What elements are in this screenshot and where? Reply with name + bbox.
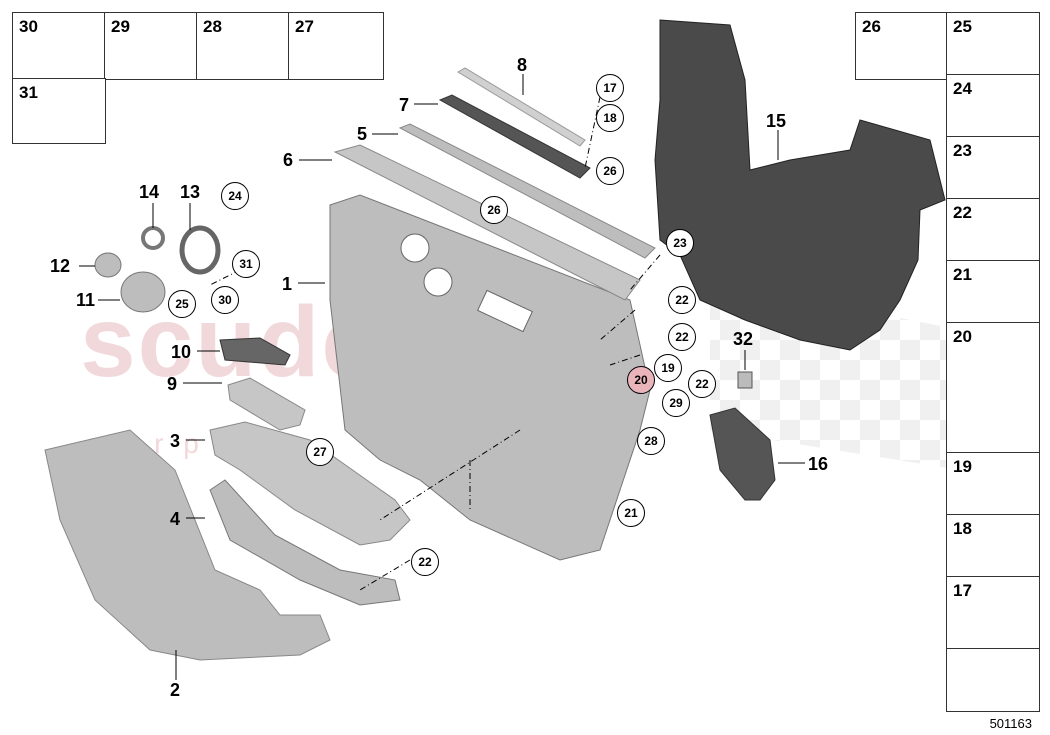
callout-16: 16 bbox=[808, 454, 829, 474]
part-number: 21 bbox=[953, 265, 972, 284]
part-number: 27 bbox=[295, 17, 314, 36]
bracket-part-16 bbox=[709, 407, 776, 501]
callout-4: 4 bbox=[170, 509, 181, 529]
door-panel-part-1 bbox=[329, 194, 651, 561]
part-cell-18: 18 bbox=[946, 514, 1040, 578]
callout-8: 8 bbox=[517, 55, 528, 75]
part-number: 26 bbox=[862, 17, 881, 36]
part-number: 24 bbox=[953, 79, 972, 98]
callout-6: 6 bbox=[283, 150, 294, 170]
circle-callout-29: 29 bbox=[662, 389, 690, 417]
strip-part-5 bbox=[398, 123, 656, 259]
callout-10: 10 bbox=[171, 342, 192, 362]
circle-callout-22b: 22 bbox=[668, 323, 696, 351]
circle-callout-22a: 22 bbox=[668, 286, 696, 314]
lower-trim-part-2 bbox=[44, 429, 331, 661]
circle-callout-28: 28 bbox=[637, 427, 665, 455]
callout-5: 5 bbox=[357, 124, 368, 144]
circle-callout-27: 27 bbox=[306, 438, 334, 466]
direction-arrow-cell bbox=[946, 648, 1040, 712]
circle-callout-22c: 22 bbox=[688, 370, 716, 398]
part-number: 25 bbox=[953, 17, 972, 36]
circle-callout-19: 19 bbox=[654, 354, 682, 382]
circle-callout-31: 31 bbox=[232, 250, 260, 278]
ring-part-14 bbox=[141, 226, 165, 250]
handle-part-10 bbox=[219, 337, 291, 366]
part-number: 30 bbox=[19, 17, 38, 36]
circle-callout-25: 25 bbox=[168, 290, 196, 318]
part-number: 23 bbox=[953, 141, 972, 160]
armrest-part-3 bbox=[209, 421, 411, 546]
trim-strip-part-8 bbox=[457, 67, 586, 147]
part-cell-29: 29 bbox=[104, 12, 198, 80]
part-number: 29 bbox=[111, 17, 130, 36]
part-cell-22: 22 bbox=[946, 198, 1040, 262]
part-cell-19: 19 bbox=[946, 452, 1040, 516]
callout-12: 12 bbox=[50, 256, 71, 276]
trim-part-4 bbox=[209, 479, 401, 606]
part-number: 31 bbox=[19, 83, 38, 102]
circle-callout-21: 21 bbox=[617, 499, 645, 527]
callout-11: 11 bbox=[76, 290, 96, 310]
part-cell-17: 17 bbox=[946, 576, 1040, 650]
circle-callout-18: 18 bbox=[596, 104, 624, 132]
callout-13: 13 bbox=[180, 182, 201, 202]
speaker-grille-part-11 bbox=[120, 271, 166, 313]
part-number: 17 bbox=[953, 581, 972, 600]
part-cell-20: 20 bbox=[946, 322, 1040, 454]
circle-callout-26: 26 bbox=[596, 157, 624, 185]
switch-panel-part-9 bbox=[227, 377, 306, 431]
part-cell-30: 30 bbox=[12, 12, 106, 80]
part-cell-24: 24 bbox=[946, 74, 1040, 138]
clip-part-32 bbox=[737, 371, 753, 389]
circle-callout-26b: 26 bbox=[480, 196, 508, 224]
part-cell-21: 21 bbox=[946, 260, 1040, 324]
part-cell-27: 27 bbox=[288, 12, 384, 80]
ring-part-13 bbox=[179, 225, 221, 275]
part-number: 22 bbox=[953, 203, 972, 222]
cap-part-12 bbox=[94, 252, 122, 278]
callout-7: 7 bbox=[399, 95, 410, 115]
part-cell-25: 25 bbox=[946, 12, 1040, 76]
circle-callout-23: 23 bbox=[666, 229, 694, 257]
part-number: 28 bbox=[203, 17, 222, 36]
callout-14: 14 bbox=[139, 182, 160, 202]
callout-9: 9 bbox=[167, 374, 178, 394]
part-number: 18 bbox=[953, 519, 972, 538]
circle-callout-20: 20 bbox=[627, 366, 655, 394]
part-cell-31: 31 bbox=[12, 78, 106, 144]
callout-15: 15 bbox=[766, 111, 787, 131]
rail-part-7 bbox=[438, 94, 591, 179]
callout-3: 3 bbox=[170, 431, 181, 451]
drawing-code: 501163 bbox=[989, 716, 1032, 731]
part-cell-23: 23 bbox=[946, 136, 1040, 200]
part-number: 19 bbox=[953, 457, 972, 476]
circle-callout-17: 17 bbox=[596, 74, 624, 102]
circle-callout-22d: 22 bbox=[411, 548, 439, 576]
circle-callout-24: 24 bbox=[221, 182, 249, 210]
part-cell-28: 28 bbox=[196, 12, 290, 80]
part-cell-26: 26 bbox=[855, 12, 949, 80]
part-number: 20 bbox=[953, 327, 972, 346]
circle-callout-30: 30 bbox=[211, 286, 239, 314]
callout-2: 2 bbox=[170, 680, 181, 700]
callout-32: 32 bbox=[733, 329, 754, 349]
callout-1: 1 bbox=[282, 274, 293, 294]
